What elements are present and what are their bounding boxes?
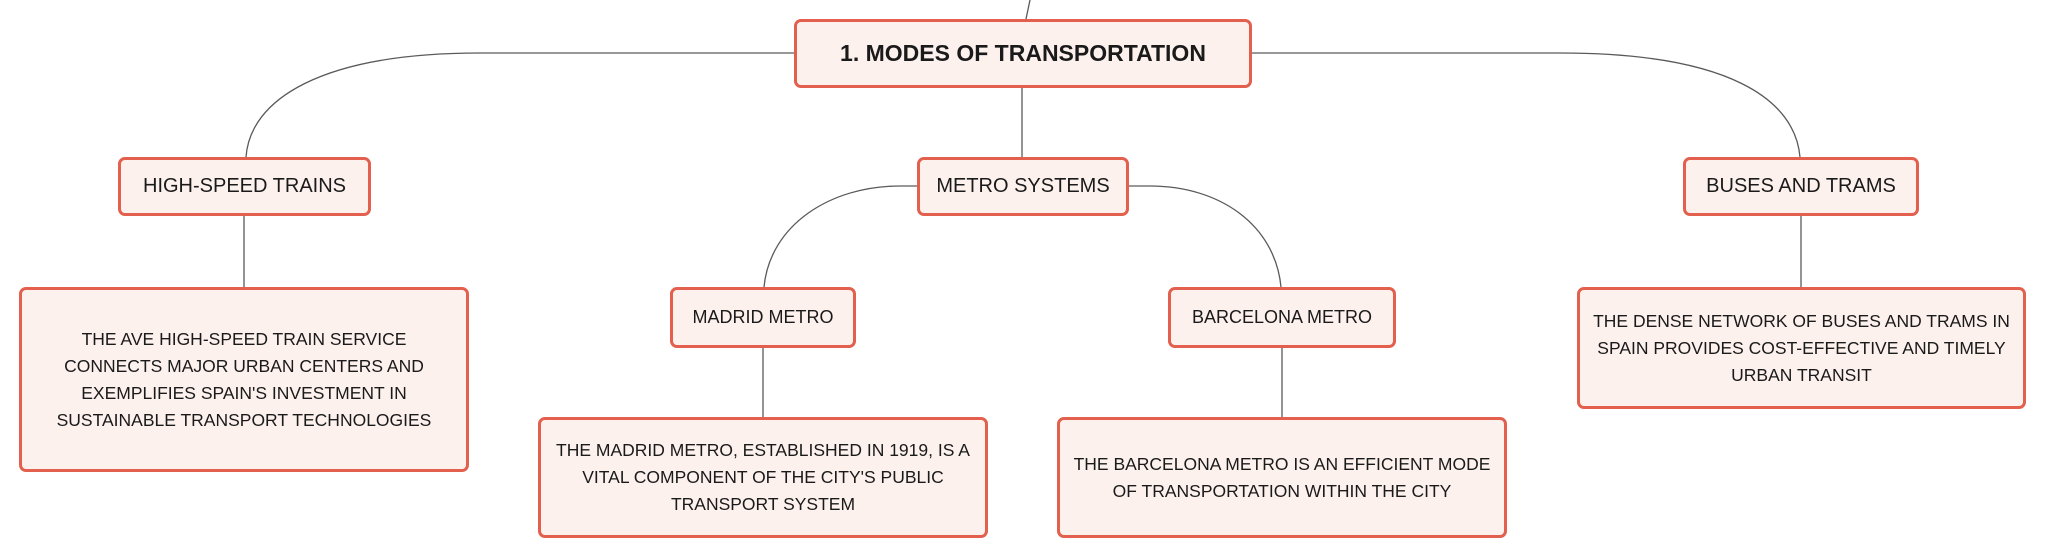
root-topic-label: 1. MODES OF TRANSPORTATION [840, 40, 1206, 66]
barcelona-metro-node[interactable]: BARCELONA METRO [1168, 287, 1396, 348]
high-speed-trains-detail-node[interactable]: THE AVE HIGH-SPEED TRAIN SERVICE CONNECT… [19, 287, 469, 472]
madrid-metro-detail-node[interactable]: THE MADRID METRO, ESTABLISHED IN 1919, I… [538, 417, 988, 538]
madrid-metro-node[interactable]: MADRID METRO [670, 287, 856, 348]
buses-and-trams-detail-text: THE DENSE NETWORK OF BUSES AND TRAMS IN … [1593, 310, 2010, 385]
high-speed-trains-node[interactable]: HIGH-SPEED TRAINS [118, 157, 371, 216]
connector-root-trains [245, 52, 794, 158]
high-speed-trains-label: HIGH-SPEED TRAINS [143, 175, 346, 197]
madrid-metro-label: MADRID METRO [692, 307, 834, 327]
buses-and-trams-node[interactable]: BUSES AND TRAMS [1683, 157, 1919, 216]
metro-systems-node[interactable]: METRO SYSTEMS [917, 157, 1129, 216]
buses-and-trams-label: BUSES AND TRAMS [1706, 175, 1896, 197]
root-topic-node[interactable]: 1. MODES OF TRANSPORTATION [794, 19, 1252, 88]
metro-systems-label: METRO SYSTEMS [936, 175, 1110, 197]
barcelona-metro-detail-node[interactable]: THE BARCELONA METRO IS AN EFFICIENT MODE… [1057, 417, 1507, 538]
high-speed-trains-detail-text: THE AVE HIGH-SPEED TRAIN SERVICE CONNECT… [56, 328, 432, 430]
madrid-metro-detail-text: THE MADRID METRO, ESTABLISHED IN 1919, I… [556, 440, 970, 514]
connector-root-buses [1252, 52, 1801, 158]
connector-metro-barcelona [1129, 185, 1282, 288]
buses-and-trams-detail-node[interactable]: THE DENSE NETWORK OF BUSES AND TRAMS IN … [1577, 287, 2026, 409]
barcelona-metro-label: BARCELONA METRO [1191, 307, 1373, 327]
barcelona-metro-detail-text: THE BARCELONA METRO IS AN EFFICIENT MODE… [1073, 453, 1491, 501]
connector-root-parent [1025, 0, 1031, 20]
connector-metro-madrid [763, 185, 917, 288]
